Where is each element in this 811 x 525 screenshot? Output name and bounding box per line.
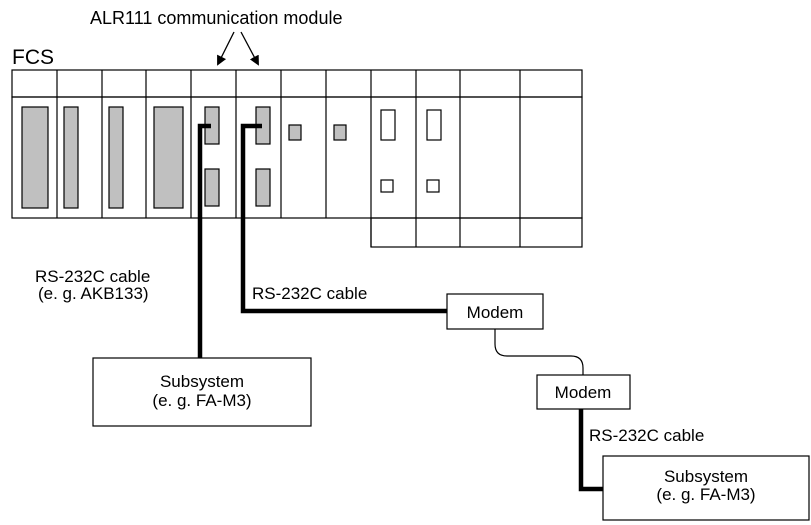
rs232c-cable-bottom — [578, 409, 603, 492]
rs232c-cable-mid — [240, 123, 447, 314]
subsystem-left-label-line2: (e. g. FA-M3) — [152, 391, 251, 410]
arrow-to-module-1 — [217, 31, 235, 66]
rs232c-cable-left — [197, 123, 211, 358]
rack-upper-body — [11, 96, 583, 219]
card-slot-3 — [108, 106, 124, 209]
card-slot-2 — [63, 106, 79, 209]
cable-bottom-label: RS-232C cable — [589, 426, 704, 445]
modem-2-label: Modem — [555, 383, 612, 402]
telephone-line — [494, 329, 584, 375]
rack-lower-extension — [370, 217, 583, 248]
card-slot-4 — [153, 106, 184, 209]
subsystem-left-box — [92, 357, 312, 427]
card-window-10b — [426, 179, 440, 193]
modem-2-box — [536, 374, 631, 410]
subsystem-right-label-line2: (e. g. FA-M3) — [656, 485, 755, 504]
rack-top-band — [11, 69, 583, 98]
card-window-10a — [426, 109, 442, 141]
rack-cards — [21, 106, 442, 209]
card-window-9a — [380, 109, 396, 141]
modem-1-box — [446, 293, 544, 330]
fcs-label: FCS — [12, 46, 54, 69]
cable-left-label-line2: (e. g. AKB133) — [38, 284, 149, 303]
card-indicator-8 — [333, 124, 347, 141]
subsystem-right-label-line1: Subsystem — [664, 467, 748, 486]
fcs-rack — [11, 69, 583, 248]
module-label: ALR111 communication module — [90, 8, 342, 28]
cable-left-label-line1: RS-232C cable — [35, 267, 150, 286]
alr111-port-2b — [255, 168, 271, 207]
alr111-port-1b — [204, 168, 220, 207]
arrow-to-module-2 — [240, 31, 259, 66]
modem-1-label: Modem — [467, 303, 524, 322]
subsystem-left-label-line1: Subsystem — [160, 372, 244, 391]
cable-mid-label: RS-232C cable — [252, 284, 367, 303]
card-slot-1 — [21, 106, 49, 209]
card-window-9b — [380, 179, 394, 193]
card-indicator-7 — [288, 124, 302, 141]
subsystem-right-box — [602, 455, 810, 521]
